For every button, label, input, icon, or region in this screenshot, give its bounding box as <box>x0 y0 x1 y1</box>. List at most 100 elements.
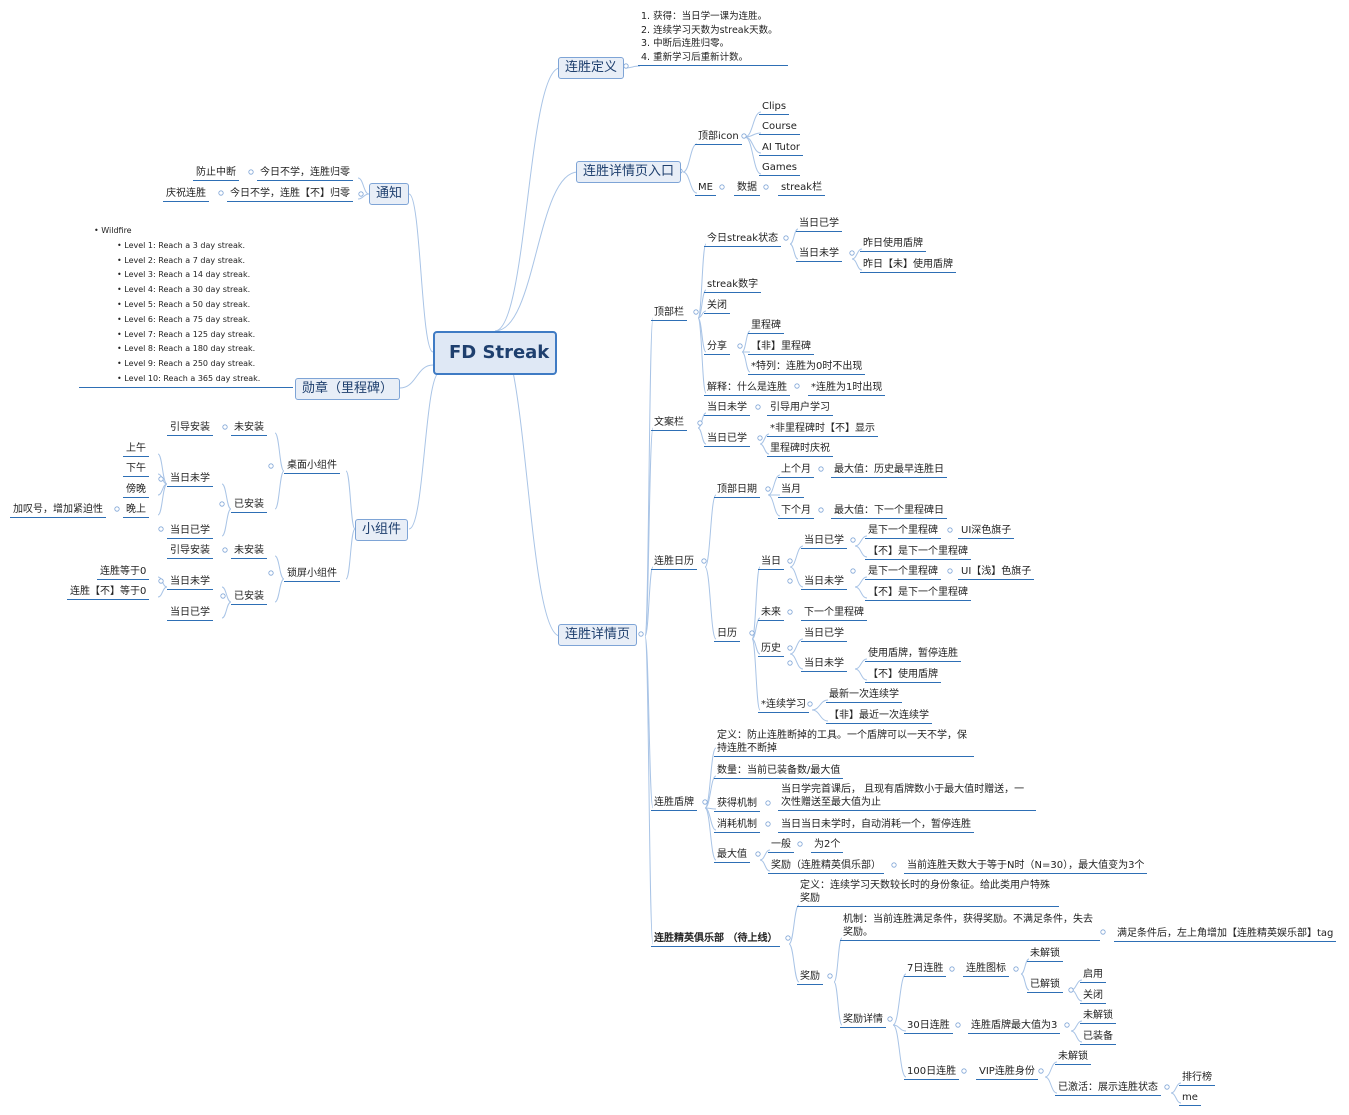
node-shield-general[interactable]: 一般 <box>768 838 794 853</box>
node-club-mech[interactable]: 机制：当前连胜满足条件，获得奖励。不满足条件，失去奖励。 <box>840 913 1100 941</box>
node-desktop-not-installed[interactable]: 未安装 <box>231 421 267 436</box>
node-streak-number[interactable]: streak数字 <box>704 278 762 293</box>
node-copy-bar[interactable]: 文案栏 <box>651 416 687 431</box>
node-cal-is-next-2[interactable]: 是下一个里程碑 <box>865 565 941 580</box>
topic-notification[interactable]: 通知 <box>369 183 410 205</box>
node-use-shield[interactable]: 使用盾牌，暂停连胜 <box>865 647 961 662</box>
node-club-detail[interactable]: 奖励详情 <box>840 1013 886 1028</box>
node-time-dusk[interactable]: 傍晚 <box>123 483 149 498</box>
node-cal-next-milestone[interactable]: 下一个里程碑 <box>801 606 867 621</box>
node-d30-locked[interactable]: 未解锁 <box>1080 1009 1116 1024</box>
node-close[interactable]: 关闭 <box>704 299 730 314</box>
node-cal-unlearned[interactable]: 当日未学 <box>801 575 847 590</box>
node-icon-games[interactable]: Games <box>759 161 800 176</box>
node-vip[interactable]: VIP连胜身份 <box>976 1065 1038 1080</box>
node-prev-month[interactable]: 上个月 <box>778 463 814 478</box>
topic-widget[interactable]: 小组件 <box>355 519 409 541</box>
node-club-mech-result[interactable]: 满足条件后，左上角增加【连胜精英娱乐部】tag <box>1114 927 1337 942</box>
node-club-reward[interactable]: 奖励 <box>797 970 823 985</box>
node-d7-icon[interactable]: 连胜图标 <box>963 962 1009 977</box>
node-time-morning[interactable]: 上午 <box>123 442 149 457</box>
node-copy-milestone[interactable]: 里程碑时庆祝 <box>767 442 833 457</box>
node-vip-activated[interactable]: 已激活：展示连胜状态 <box>1055 1081 1161 1096</box>
node-lock-guide-install[interactable]: 引导安装 <box>167 544 213 559</box>
node-lock-not-zero[interactable]: 连胜【不】等于0 <box>67 585 150 600</box>
node-top-icon[interactable]: 顶部icon <box>695 130 742 145</box>
node-club-def[interactable]: 定义：连续学习天数较长时的身份象征。给此类用户特殊奖励 <box>797 879 1059 907</box>
node-continuous[interactable]: *连续学习 <box>758 698 809 713</box>
topic-detail-page[interactable]: 连胜详情页 <box>558 624 638 646</box>
node-rank[interactable]: 排行榜 <box>1179 1071 1215 1086</box>
node-shield-consume-desc[interactable]: 当日当日未学时，自动消耗一个，暂停连胜 <box>778 818 974 833</box>
node-shield-consume[interactable]: 消耗机制 <box>714 818 760 833</box>
node-desktop-installed[interactable]: 已安装 <box>231 498 267 513</box>
node-d100[interactable]: 100日连胜 <box>904 1065 960 1080</box>
node-cur-month[interactable]: 当月 <box>778 483 804 498</box>
node-shield-two[interactable]: 为2个 <box>811 838 844 853</box>
node-desktop-guide-install[interactable]: 引导安装 <box>167 421 213 436</box>
node-not-latest[interactable]: 【非】最近一次连续学 <box>826 709 932 724</box>
node-today-status[interactable]: 今日streak状态 <box>704 232 782 247</box>
topic-badge[interactable]: 勋章（里程碑） <box>295 378 401 400</box>
node-share-milestone[interactable]: 里程碑 <box>748 319 784 334</box>
node-lock-learned[interactable]: 当日已学 <box>167 606 213 621</box>
node-share[interactable]: 分享 <box>704 340 730 355</box>
node-calendar[interactable]: 连胜日历 <box>651 555 697 570</box>
node-light-flag[interactable]: UI【浅】色旗子 <box>958 565 1035 580</box>
node-no-shield[interactable]: 【不】使用盾牌 <box>865 668 941 683</box>
node-prevent-desc[interactable]: 今日不学，连胜归零 <box>257 166 353 181</box>
node-cal-future[interactable]: 未来 <box>758 606 784 621</box>
node-today-unlearned[interactable]: 当日未学 <box>796 247 842 262</box>
node-top-date[interactable]: 顶部日期 <box>714 483 760 498</box>
node-d30[interactable]: 30日连胜 <box>904 1019 953 1034</box>
node-d30-equipped[interactable]: 已装备 <box>1080 1030 1116 1045</box>
node-next-max[interactable]: 最大值：下一个里程碑日 <box>831 504 947 519</box>
badge-level-list[interactable]: • Wildfire • Level 1: Reach a 3 day stre… <box>76 224 296 389</box>
node-vip-locked[interactable]: 未解锁 <box>1055 1050 1091 1065</box>
node-cal-learned[interactable]: 当日已学 <box>801 534 847 549</box>
node-cal-history[interactable]: 历史 <box>758 642 784 657</box>
node-shield-def[interactable]: 定义：防止连胜断掉的工具。一个盾牌可以一天不学，保持连胜不断掉 <box>714 729 974 757</box>
node-icon-clips[interactable]: Clips <box>759 100 790 115</box>
node-lock-widget[interactable]: 锁屏小组件 <box>284 567 340 582</box>
node-shield-reward[interactable]: 奖励（连胜精英俱乐部） <box>768 859 884 874</box>
node-share-not-milestone[interactable]: 【非】里程碑 <box>748 340 814 355</box>
node-cal-not-next-2[interactable]: 【不】是下一个里程碑 <box>865 586 971 601</box>
node-prev-max[interactable]: 最大值：历史最早连胜日 <box>831 463 947 478</box>
node-shield[interactable]: 连胜盾牌 <box>651 796 697 811</box>
node-me[interactable]: ME <box>695 181 716 196</box>
node-icon-ai-tutor[interactable]: AI Tutor <box>759 141 804 156</box>
node-lock-unlearned[interactable]: 当日未学 <box>167 575 213 590</box>
node-explain-note[interactable]: *连胜为1时出现 <box>808 381 886 396</box>
node-celebrate[interactable]: 庆祝连胜 <box>163 187 209 202</box>
root-node[interactable]: FD Streak <box>433 331 557 375</box>
node-cal[interactable]: 日历 <box>714 627 740 642</box>
node-shield-reward-desc[interactable]: 当前连胜天数大于等于N时（N=30），最大值变为3个 <box>904 859 1148 874</box>
node-share-special[interactable]: *特列：连胜为0时不出现 <box>748 360 866 375</box>
node-lock-not-installed[interactable]: 未安装 <box>231 544 267 559</box>
node-d7-on[interactable]: 启用 <box>1080 968 1106 983</box>
node-copy-unlearned[interactable]: 当日未学 <box>704 401 750 416</box>
node-celebrate-desc[interactable]: 今日不学，连胜【不】归零 <box>227 187 353 202</box>
node-shield-gain[interactable]: 获得机制 <box>714 797 760 812</box>
node-icon-course[interactable]: Course <box>759 120 800 135</box>
node-desktop-learned[interactable]: 当日已学 <box>167 524 213 539</box>
node-time-evening[interactable]: 晚上 <box>123 503 149 518</box>
node-topbar[interactable]: 顶部栏 <box>651 306 687 321</box>
node-time-afternoon[interactable]: 下午 <box>123 462 149 477</box>
node-streak-bar[interactable]: streak栏 <box>778 181 826 196</box>
node-elite-club[interactable]: 连胜精英俱乐部 （待上线） <box>651 932 781 947</box>
node-explain[interactable]: 解释：什么是连胜 <box>704 381 790 396</box>
node-shield-gain-desc[interactable]: 当日学完首课后， 且现有盾牌数小于最大值时赠送，一次性赠送至最大值为止 <box>778 783 1036 811</box>
node-me-rank[interactable]: me <box>1179 1091 1201 1106</box>
node-d7-locked[interactable]: 未解锁 <box>1027 947 1063 962</box>
node-d7-unlocked[interactable]: 已解锁 <box>1027 978 1063 993</box>
node-copy-learned[interactable]: 当日已学 <box>704 432 750 447</box>
node-shield-max[interactable]: 最大值 <box>714 848 750 863</box>
node-copy-non-milestone[interactable]: *非里程碑时【不】显示 <box>767 422 878 437</box>
node-hist-learned[interactable]: 当日已学 <box>801 627 847 642</box>
node-cal-today[interactable]: 当日 <box>758 555 784 570</box>
node-lock-installed[interactable]: 已安装 <box>231 590 267 605</box>
topic-streak-definition[interactable]: 连胜定义 <box>558 57 625 79</box>
node-d30-desc[interactable]: 连胜盾牌最大值为3 <box>968 1019 1061 1034</box>
